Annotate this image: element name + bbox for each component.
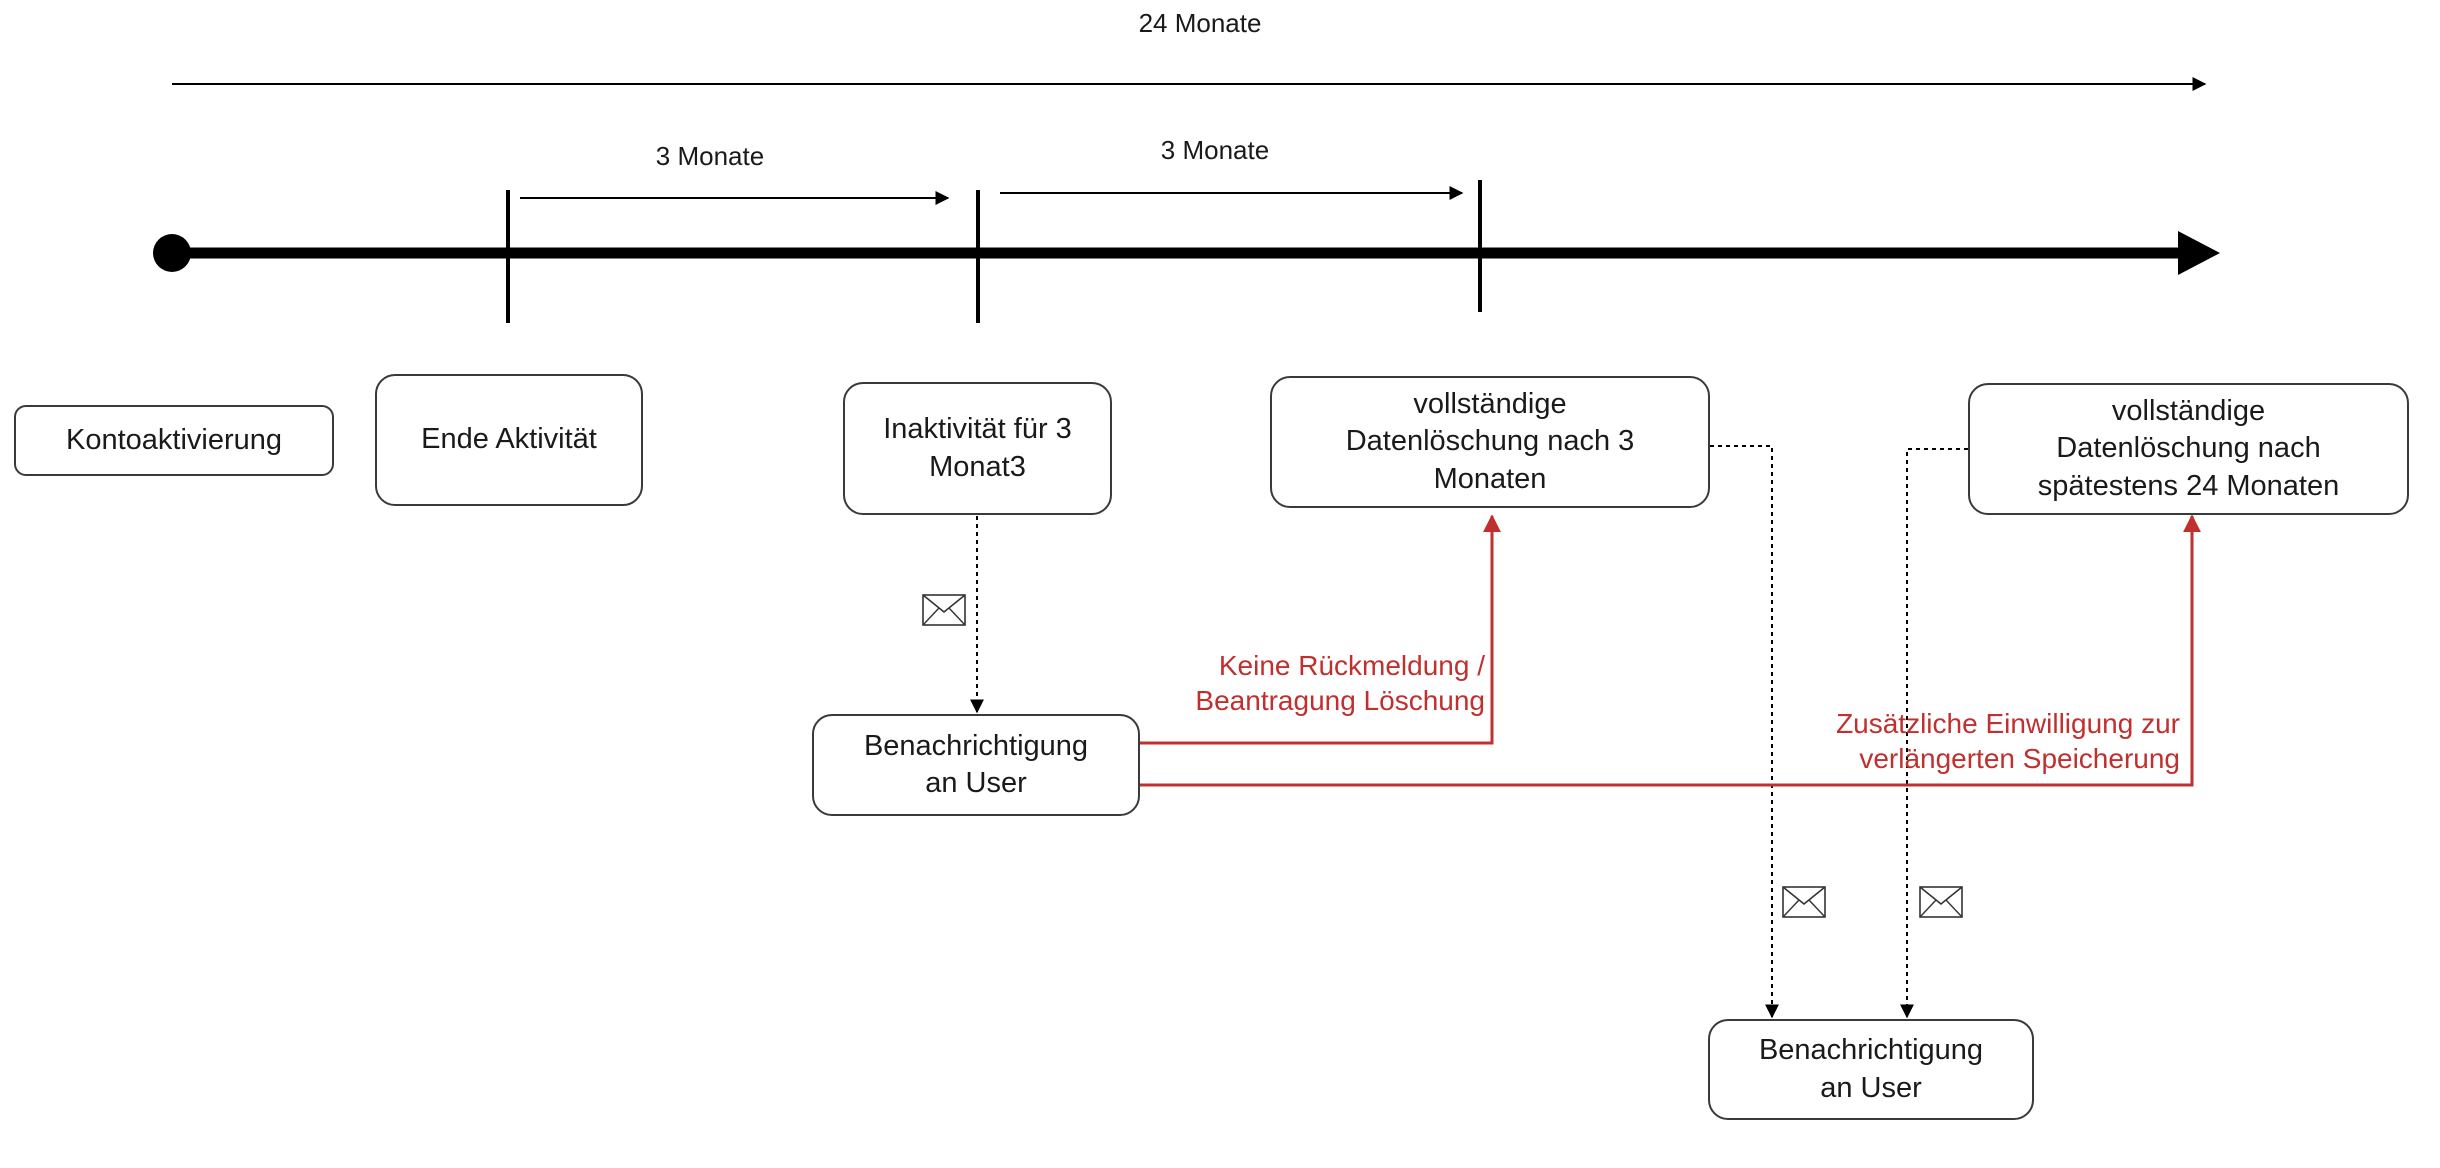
span-label-3-second: 3 Monate	[1160, 135, 1270, 165]
edge-label-zusaetzliche-einwilligung: Zusätzliche Einwilligung zur verlängerte…	[1700, 706, 2180, 776]
envelope-icon	[1919, 886, 1963, 918]
node-benachrichtigung-1-line1: Benachrichtigung	[863, 729, 1089, 762]
red-edge-keine-rueckmeldung	[1140, 514, 1501, 745]
dotted-loeschung3-to-benachrichtigung2	[1710, 445, 1779, 1019]
node-loeschung-24-line1: vollständige	[2111, 395, 2266, 428]
node-kontoaktivierung-text: Kontoaktivierung	[65, 423, 283, 456]
node-kontoaktivierung: Kontoaktivierung	[14, 405, 334, 476]
node-benachrichtigung-2-line1: Benachrichtigung	[1758, 1034, 1984, 1067]
node-ende-aktivitaet-text: Ende Aktivität	[421, 423, 597, 456]
node-benachrichtigung-1: Benachrichtigung an User	[812, 714, 1140, 816]
node-inaktivitaet: Inaktivität für 3 Monat3	[843, 382, 1112, 515]
edge-label-keine-rueckmeldung-line1: Keine Rückmeldung /	[1218, 650, 1485, 681]
edge-label-zusaetzliche-einwilligung-line1: Zusätzliche Einwilligung zur	[1836, 708, 2180, 739]
node-loeschung-3-line1: vollständige	[1413, 388, 1567, 421]
node-loeschung-3-monate: vollständige Datenlöschung nach 3 Monate…	[1270, 376, 1710, 508]
edge-label-keine-rueckmeldung: Keine Rückmeldung / Beantragung Löschung	[1120, 648, 1485, 718]
node-loeschung-24-line3: spätestens 24 Monaten	[2037, 469, 2340, 502]
timeline-arrowhead	[2178, 231, 2220, 275]
node-inaktivitaet-line1: Inaktivität für 3	[883, 413, 1072, 446]
node-loeschung-24-monate: vollständige Datenlöschung nach späteste…	[1968, 383, 2409, 515]
edge-label-zusaetzliche-einwilligung-line2: verlängerten Speicherung	[1859, 743, 2180, 774]
node-loeschung-3-line3: Monaten	[1433, 462, 1547, 495]
span-label-3-first: 3 Monate	[655, 141, 765, 171]
node-benachrichtigung-2-line2: an User	[1820, 1071, 1922, 1104]
envelope-icon	[1782, 886, 1826, 918]
node-benachrichtigung-1-line2: an User	[925, 767, 1027, 799]
node-loeschung-24-line2: Datenlöschung nach	[2056, 432, 2321, 465]
red-edge-zusaetzliche-einwilligung	[1140, 514, 2201, 787]
node-loeschung-3-line2: Datenlöschung nach 3	[1345, 425, 1635, 458]
span-label-24: 24 Monate	[1138, 8, 1262, 38]
envelope-icon	[922, 594, 966, 626]
edge-label-keine-rueckmeldung-line2: Beantragung Löschung	[1195, 685, 1485, 716]
node-benachrichtigung-2: Benachrichtigung an User	[1708, 1019, 2034, 1120]
node-ende-aktivitaet: Ende Aktivität	[375, 374, 643, 506]
node-inaktivitaet-line2: Monat3	[929, 450, 1026, 483]
